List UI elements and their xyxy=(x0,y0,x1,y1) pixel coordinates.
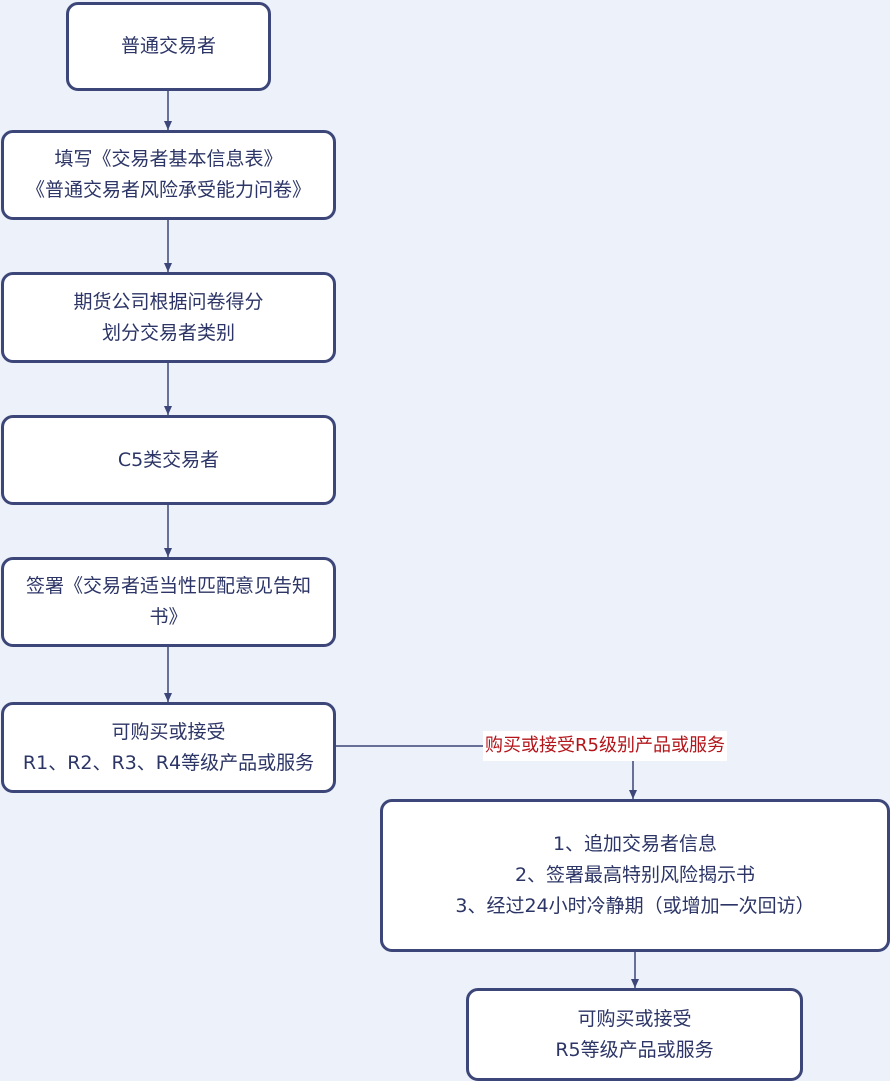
node-text: R1、R2、R3、R4等级产品或服务 xyxy=(22,751,315,774)
node-text: 填写《交易者基本信息表》 xyxy=(54,148,283,170)
node-text: R5等级产品或服务 xyxy=(555,1038,714,1061)
node-text: 期货公司根据问卷得分 xyxy=(73,290,264,313)
edge-label-r5: 购买或接受R5级别产品或服务 xyxy=(483,731,727,761)
node-text: 《普通交易者风险承受能力问卷》 xyxy=(25,179,311,201)
node-text: 书》 xyxy=(149,606,188,628)
node-classify-trader: 期货公司根据问卷得分 划分交易者类别 xyxy=(1,272,336,363)
node-text: 签署《交易者适当性匹配意见告知 xyxy=(25,575,311,597)
node-c5-trader: C5类交易者 xyxy=(1,415,336,505)
node-text: C5类交易者 xyxy=(117,448,220,471)
node-text: 划分交易者类别 xyxy=(101,321,235,344)
node-text: 1、追加交易者信息 xyxy=(552,833,718,855)
node-text: 2、签署最高特别风险揭示书 xyxy=(514,864,756,886)
node-r5-products: 可购买或接受 R5等级产品或服务 xyxy=(466,988,803,1081)
node-ordinary-trader: 普通交易者 xyxy=(66,2,271,91)
node-text: 可购买或接受 xyxy=(577,1007,692,1030)
node-text: 可购买或接受 xyxy=(111,720,226,743)
node-text: 3、经过24小时冷静期（或增加一次回访） xyxy=(455,895,815,917)
node-fill-forms: 填写《交易者基本信息表》 《普通交易者风险承受能力问卷》 xyxy=(1,130,336,220)
node-r1-r4-products: 可购买或接受 R1、R2、R3、R4等级产品或服务 xyxy=(1,702,336,793)
node-sign-notice: 签署《交易者适当性匹配意见告知 书》 xyxy=(1,557,336,647)
node-text: 普通交易者 xyxy=(120,35,216,57)
node-r5-requirements: 1、追加交易者信息 2、签署最高特别风险揭示书 3、经过24小时冷静期（或增加一… xyxy=(380,799,890,952)
